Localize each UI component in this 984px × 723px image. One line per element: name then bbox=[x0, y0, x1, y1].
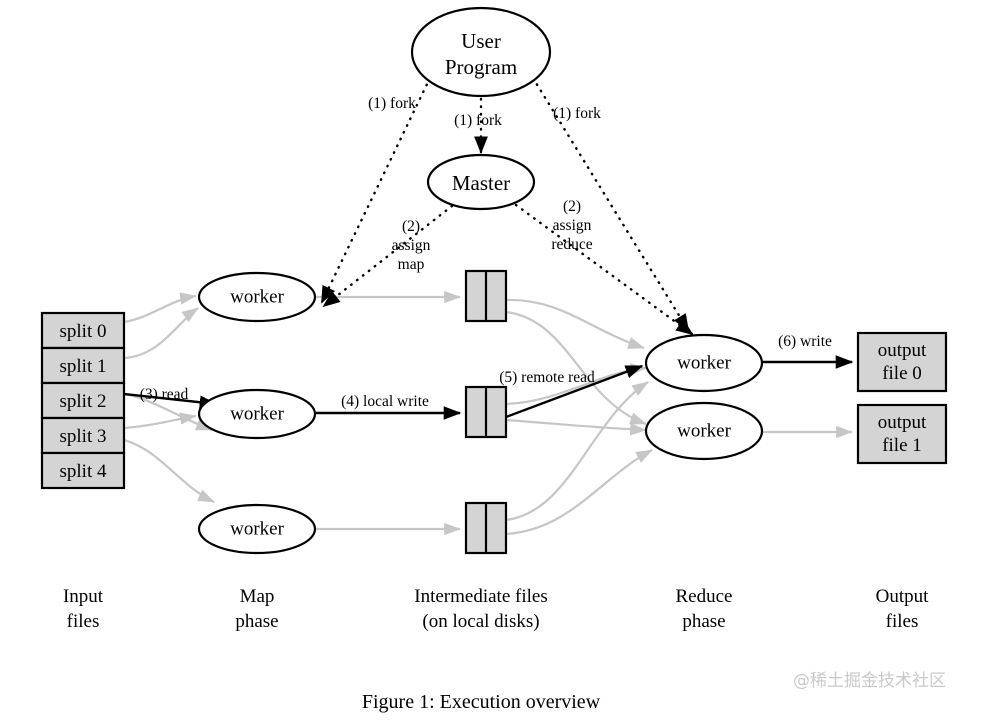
map-worker-1-label: worker bbox=[230, 403, 284, 424]
split-label-2: split 2 bbox=[60, 391, 107, 412]
map-worker-0[interactable]: worker bbox=[197, 271, 317, 323]
column-label-input-line2: files bbox=[67, 611, 100, 632]
split-label-1: split 1 bbox=[60, 356, 107, 377]
connector-int0-reduce0 bbox=[505, 298, 645, 350]
map-worker-1[interactable]: worker bbox=[197, 388, 317, 440]
label-fork-center: (1) fork bbox=[454, 112, 502, 129]
reduce-worker-0[interactable]: worker bbox=[644, 333, 764, 393]
column-label-intermediate-line2: (on local disks) bbox=[422, 611, 539, 632]
output-file-label-0-line1: output bbox=[878, 340, 927, 361]
edge-assign-reduce bbox=[514, 203, 694, 336]
edge-remote-read bbox=[505, 364, 644, 419]
label-assign-reduce-number: (2) bbox=[563, 198, 581, 215]
control-flow-dotted-edges bbox=[320, 76, 694, 336]
intermediate-to-reduce-connectors bbox=[505, 298, 653, 536]
map-worker-1-ellipse[interactable] bbox=[197, 388, 317, 440]
column-label-intermediate-line1: Intermediate files bbox=[414, 586, 547, 607]
output-files-group[interactable]: output file 0 output file 1 bbox=[856, 331, 948, 465]
user-program-label-line1: User bbox=[461, 29, 501, 53]
edge-labels-group: (1) fork (1) fork (1) fork (2) assign ma… bbox=[140, 95, 832, 410]
map-worker-2-label: worker bbox=[230, 518, 284, 539]
edge-read bbox=[123, 392, 218, 409]
master-ellipse[interactable] bbox=[426, 153, 536, 211]
column-label-input-line1: Input bbox=[63, 586, 104, 607]
connector-int0-reduce1 bbox=[505, 310, 647, 426]
column-labels-group: Input files Map phase Intermediate files… bbox=[63, 586, 929, 632]
label-assign-map-line1: assign bbox=[392, 237, 431, 254]
connector-int2-reduce1 bbox=[505, 449, 653, 536]
output-file-label-1-line2: file 1 bbox=[882, 435, 922, 456]
split-label-4: split 4 bbox=[60, 461, 107, 482]
column-label-reduce-line1: Reduce bbox=[676, 586, 733, 607]
label-read: (3) read bbox=[140, 386, 189, 403]
reduce-worker-0-ellipse[interactable] bbox=[644, 333, 764, 393]
edge-assign-map bbox=[322, 204, 454, 308]
column-label-map-line2: phase bbox=[235, 611, 278, 632]
user-program-ellipse[interactable] bbox=[410, 6, 552, 98]
label-assign-reduce-line1: assign bbox=[553, 217, 592, 234]
output-file-label-0-line2: file 0 bbox=[882, 363, 922, 384]
connector-int2-reduce0 bbox=[505, 381, 649, 522]
reduce-worker-1-ellipse[interactable] bbox=[644, 401, 764, 461]
input-files-stack[interactable]: split 0 split 1 split 2 split 3 split 4 bbox=[40, 311, 126, 490]
intermediate-files-group[interactable] bbox=[464, 269, 508, 555]
reduce-worker-0-label: worker bbox=[677, 352, 731, 373]
label-remote-read: (5) remote read bbox=[499, 369, 595, 386]
label-write: (6) write bbox=[778, 333, 832, 350]
map-worker-2[interactable]: worker bbox=[197, 503, 317, 555]
user-program-node[interactable]: User Program bbox=[410, 6, 552, 98]
split-box-3[interactable] bbox=[40, 416, 126, 455]
highlighted-dataflow-path bbox=[123, 355, 854, 420]
label-assign-map-line2: map bbox=[398, 256, 425, 273]
output-file-box-0[interactable] bbox=[856, 331, 948, 393]
master-node[interactable]: Master bbox=[426, 153, 536, 211]
connector-split1-worker0 bbox=[123, 307, 199, 360]
label-assign-reduce-line2: reduce bbox=[551, 236, 592, 253]
split-label-3: split 3 bbox=[60, 426, 107, 447]
reduce-worker-1[interactable]: worker bbox=[644, 401, 764, 461]
column-label-output-line1: Output bbox=[876, 586, 930, 607]
label-assign-map-number: (2) bbox=[402, 218, 420, 235]
split-box-4[interactable] bbox=[40, 451, 126, 490]
output-file-box-1[interactable] bbox=[856, 403, 948, 465]
column-label-output-line2: files bbox=[886, 611, 919, 632]
connector-split4-worker2 bbox=[123, 438, 215, 503]
column-label-map-line1: Map bbox=[240, 586, 275, 607]
label-local-write: (4) local write bbox=[341, 393, 429, 410]
label-fork-right: (1) fork bbox=[553, 105, 601, 122]
master-label: Master bbox=[452, 171, 510, 195]
user-program-label-line2: Program bbox=[445, 55, 517, 79]
reduce-worker-1-label: worker bbox=[677, 420, 731, 441]
label-fork-left: (1) fork bbox=[368, 95, 416, 112]
column-label-reduce-line2: phase bbox=[682, 611, 725, 632]
watermark-label: @稀土掘金技术社区 bbox=[793, 671, 946, 691]
connector-split3-worker1 bbox=[123, 412, 197, 430]
figure-caption: Figure 1: Execution overview bbox=[362, 691, 601, 713]
output-file-label-1-line1: output bbox=[878, 412, 927, 433]
edge-fork-right bbox=[531, 76, 690, 332]
map-worker-0-label: worker bbox=[230, 286, 284, 307]
connector-int1-reduce1 bbox=[505, 418, 647, 436]
map-worker-2-ellipse[interactable] bbox=[197, 503, 317, 555]
map-worker-0-ellipse[interactable] bbox=[197, 271, 317, 323]
connector-split0-worker0 bbox=[123, 292, 197, 324]
split-label-0: split 0 bbox=[60, 321, 107, 342]
